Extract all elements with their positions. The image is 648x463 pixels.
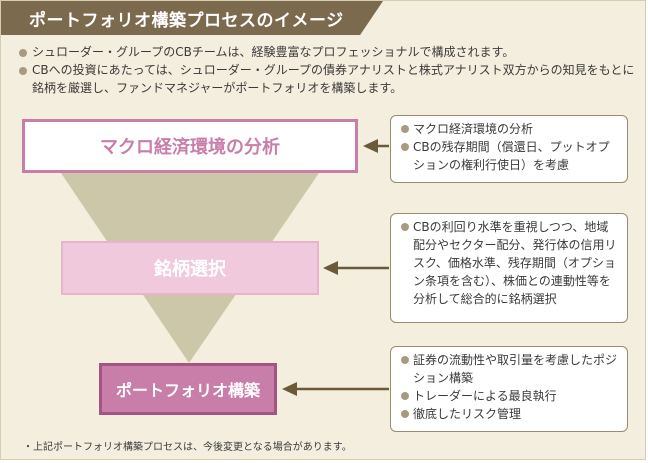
- bullet-icon: [401, 410, 409, 418]
- arrow-left-icon: [363, 139, 378, 153]
- stage-security-selection: 銘柄選択: [61, 241, 319, 295]
- note-item-text: CBの利回り水準を重視しつつ、地域配分やセクター配分、発行体の信用リスク、価格水…: [413, 220, 617, 306]
- note-item-text: 徹底したリスク管理: [413, 407, 522, 421]
- stage-label: マクロ経済環境の分析: [100, 137, 280, 158]
- intro-item: シュローダー・グループのCBチームは、経験豊富なプロフェッショナルで構成されます…: [19, 43, 639, 61]
- intro-item-text: CBへの投資にあたっては、シュローダー・グループの債券アナリストと株式アナリスト…: [32, 63, 635, 95]
- note-item: 証券の流動性や取引量を考慮したポジション構築: [401, 351, 619, 387]
- note-item: 徹底したリスク管理: [401, 405, 619, 423]
- note-item: トレーダーによる最良執行: [401, 387, 619, 405]
- arrow-left-icon: [282, 382, 297, 396]
- page-title: ポートフォリオ構築プロセスのイメージ: [29, 11, 344, 31]
- note-item: CBの残存期間（償還日、プットオプションの権利行使日）を考慮: [401, 138, 619, 174]
- footnote: ・上記ポートフォリオ構築プロセスは、今後変更となる場合があります。: [23, 442, 352, 453]
- intro-item-text: シュローダー・グループのCBチームは、経験豊富なプロフェッショナルで構成されます…: [32, 45, 515, 59]
- arrow-left-icon: [323, 261, 338, 275]
- stage-macro-analysis: マクロ経済環境の分析: [22, 119, 358, 173]
- note-item-text: CBの残存期間（償還日、プットオプションの権利行使日）を考慮: [413, 140, 610, 172]
- bullet-icon: [401, 392, 409, 400]
- intro-text: シュローダー・グループのCBチームは、経験豊富なプロフェッショナルで構成されます…: [19, 43, 639, 97]
- bullet-icon: [19, 49, 27, 57]
- note-box-macro: マクロ経済環境の分析 CBの残存期間（償還日、プットオプションの権利行使日）を考…: [390, 115, 628, 183]
- stage-label: 銘柄選択: [154, 259, 226, 280]
- intro-item: CBへの投資にあたっては、シュローダー・グループの債券アナリストと株式アナリスト…: [19, 61, 639, 97]
- bullet-icon: [401, 143, 409, 151]
- bullet-icon: [19, 67, 27, 75]
- stage-portfolio-construction: ポートフォリオ構築: [99, 363, 277, 415]
- note-box-construction: 証券の流動性や取引量を考慮したポジション構築 トレーダーによる最良執行 徹底した…: [390, 346, 628, 432]
- note-item-text: 証券の流動性や取引量を考慮したポジション構築: [413, 353, 618, 385]
- header-tab: [1, 1, 383, 35]
- note-item-text: トレーダーによる最良執行: [413, 389, 557, 403]
- bullet-icon: [401, 223, 409, 231]
- bullet-icon: [401, 356, 409, 364]
- stage-label: ポートフォリオ構築: [115, 381, 260, 400]
- note-item: マクロ経済環境の分析: [401, 120, 619, 138]
- note-item-text: マクロ経済環境の分析: [413, 122, 534, 136]
- note-item: CBの利回り水準を重視しつつ、地域配分やセクター配分、発行体の信用リスク、価格水…: [401, 218, 619, 308]
- note-box-selection: CBの利回り水準を重視しつつ、地域配分やセクター配分、発行体の信用リスク、価格水…: [390, 213, 628, 323]
- bullet-icon: [401, 125, 409, 133]
